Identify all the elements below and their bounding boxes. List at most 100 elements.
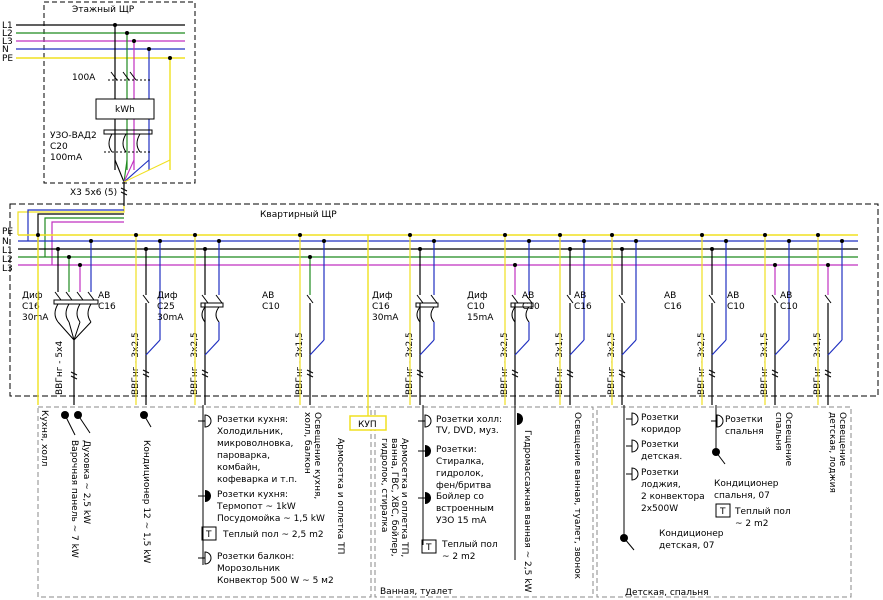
hydromassage-label: Гидромассажная ванная ~ 2,5 kW <box>522 430 532 592</box>
corridor-sockets-icon <box>626 412 639 426</box>
group-bath-frame <box>374 406 594 598</box>
circuit-7-phase-tap <box>568 247 572 251</box>
stove-label-1: Варочная панель ~ 7 kW <box>69 440 79 558</box>
circuit-1-tap <box>67 255 71 259</box>
light-bath-label: Освещение ванная, туалет, звонок <box>572 412 582 580</box>
main-breaker <box>108 71 150 81</box>
circuit-2-device-line: АВ <box>98 291 110 301</box>
circuit-11-n-tap <box>840 239 844 243</box>
circuit-10-n-tap <box>787 239 791 243</box>
hall-sockets-label-1: Розетки холл: <box>436 415 502 425</box>
bedroom-l1: Розетки <box>725 415 763 425</box>
circuit-11-device-line: АВ <box>780 291 792 301</box>
svg-text:Розетки балкон:: Розетки балкон: <box>217 552 294 562</box>
apartment-buses <box>18 234 858 266</box>
circuit-3-device-line: Диф <box>157 291 178 301</box>
circuit-8-pe-tap <box>610 233 614 237</box>
kids-group-label: Детская, спальня <box>625 588 709 598</box>
bedroom-l2: спальня <box>725 427 764 437</box>
circuit-4-device-line: АВ <box>262 291 274 301</box>
svg-text:Стиралка,: Стиралка, <box>436 457 484 467</box>
circuit-1-tap <box>78 263 82 267</box>
loggia-l3: 2 конвектора <box>641 492 705 502</box>
svg-text:УЗО 15 mA: УЗО 15 mA <box>436 516 487 526</box>
boiler: Бойлер со встроенным УЗО 15 mA <box>436 492 494 526</box>
bus-label-n: N <box>2 45 9 55</box>
circuit-2-phase-tap <box>144 247 148 251</box>
bath-group-label: Ванная, туалет <box>380 587 453 597</box>
apt-bus-label-l3: L3 <box>2 264 13 274</box>
circuit-11-pe-tap <box>816 233 820 237</box>
loggia-l4: 2х500W <box>641 504 678 514</box>
armosocket-2-label-1: Армосетка и оплетка ТП, <box>399 438 409 557</box>
circuit-9-pe-tap <box>700 233 704 237</box>
floor-heat-2-l1: Теплый пол <box>441 540 498 550</box>
bus-label-l1: L1 <box>2 21 13 31</box>
circuit-1-cable: ВВГнг - 5х4 <box>55 341 65 395</box>
balcony-sockets-icon <box>198 551 212 565</box>
floor-heat-2-l2: ~ 2 m2 <box>442 552 475 562</box>
loggia-sockets-icon <box>626 467 639 481</box>
group-kids-frame <box>596 406 852 598</box>
circuit-4-device-line: C10 <box>262 302 280 312</box>
light-bed-label-1: Освещение <box>783 412 793 467</box>
circuit-8-device-line: АВ <box>574 291 586 301</box>
bus-label-pe: PE <box>2 54 13 64</box>
circuit-3-device-line: 30mA <box>157 313 184 323</box>
floor-heat-3-l2: ~ 2 m2 <box>735 519 768 529</box>
feeder-converge <box>114 159 171 183</box>
circuit-1-tap <box>56 247 60 251</box>
ac-bed-l2: спальня, 07 <box>714 491 770 501</box>
circuit-3-phase-tap <box>203 247 207 251</box>
light-kitchen-label-2: холл, балкон <box>302 412 312 474</box>
light-kids-label-1: Освещение <box>837 412 847 467</box>
floor-buses <box>16 24 185 59</box>
svg-text:Розетки:: Розетки: <box>436 445 477 455</box>
loggia-l2: лоджия, <box>641 480 681 490</box>
circuit-9-phase-tap <box>710 247 714 251</box>
hall-sockets-label-2: TV, DVD, муз. <box>435 426 499 436</box>
ac-bed-l1: Кондиционер <box>714 479 779 489</box>
balcony-sockets: Розетки балкон: Морозольник Конвектор 50… <box>217 552 334 586</box>
floor-panel-frame <box>43 1 196 184</box>
kitchen-hall-label: Кухня, холл <box>39 410 49 466</box>
floor-panel-title: Этажный ЩР <box>72 5 135 15</box>
stove-label-2: Духовка ~ 2,5 kW <box>81 440 91 524</box>
floor-heat-3-l1: Теплый пол <box>734 507 791 517</box>
circuit-8-phase-tap <box>620 247 624 251</box>
kup-label: КУП <box>358 420 377 430</box>
feeder-cable-label: Х3 5х6 (5) <box>70 188 117 198</box>
floor-bus-labels: L1 L2 L3 N PE <box>2 21 13 64</box>
apt-bus-label-l1: L1 <box>2 246 13 256</box>
circuit-6-device-line: C10 <box>467 302 485 312</box>
circuit-2-n-tap <box>158 239 162 243</box>
svg-text:Бойлер со: Бойлер со <box>436 492 484 502</box>
floor-rcd <box>103 129 153 153</box>
circuit-5-pe-tap <box>408 233 412 237</box>
rcd-line3: 100mA <box>50 153 83 163</box>
svg-text:Розетки кухня:: Розетки кухня: <box>217 415 288 425</box>
boiler-icon <box>418 492 431 504</box>
circuit-1-device-line: C16 <box>22 302 40 312</box>
circuit-7-device-line: АВ <box>522 291 534 301</box>
circuit-11-phase-tap <box>826 263 830 267</box>
kitchen-sockets-2: Розетки кухня: Термопот ~ 1kW Посудомойк… <box>216 490 325 524</box>
circuit-8-n-tap <box>634 239 638 243</box>
floor-heat-1-T: T <box>205 530 212 540</box>
svg-text:Розетки кухня:: Розетки кухня: <box>217 490 288 500</box>
circuit-11-device-line: C10 <box>780 302 798 312</box>
floor-heat-2-T: T <box>425 543 432 553</box>
circuit-5-device-line: 30mA <box>372 313 399 323</box>
loggia-l1: Розетки <box>641 468 679 478</box>
circuit-2-pe-tap <box>134 233 138 237</box>
circuit-5-phase-tap <box>418 247 422 251</box>
circuit-6-device-line: 15mA <box>467 313 494 323</box>
circuit-9-n-tap <box>724 239 728 243</box>
